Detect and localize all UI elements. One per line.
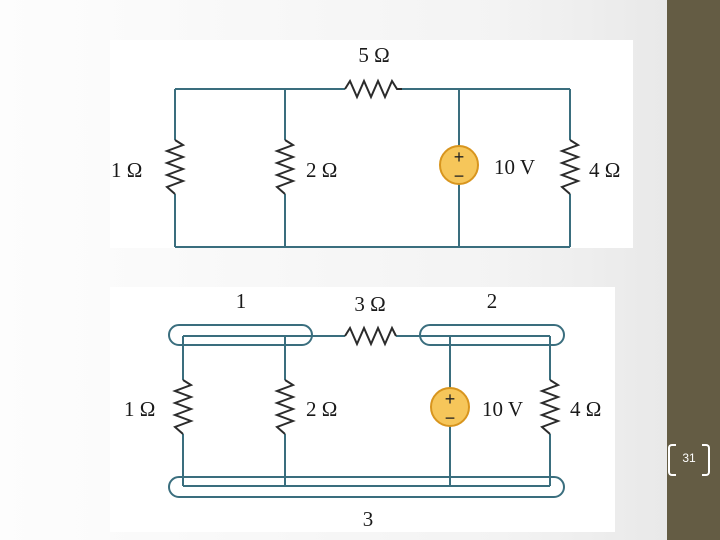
top-circuit-panel <box>110 40 633 248</box>
top-label-2-ohm: 2 Ω <box>306 158 337 182</box>
top-resistor-5-ohm <box>344 78 402 100</box>
top-label-10-v: 10 V <box>494 155 535 179</box>
bottom-source-plus-sign: + <box>445 389 456 409</box>
top-voltage-source <box>439 145 479 185</box>
bottom-voltage-source <box>430 387 470 427</box>
bottom-label-10-v: 10 V <box>482 397 523 421</box>
top-label-4-ohm: 4 Ω <box>589 158 620 182</box>
top-label-1-ohm: 1 Ω <box>111 158 142 182</box>
bottom-source-minus-sign: − <box>445 408 456 428</box>
bottom-label-3-ohm: 3 Ω <box>354 292 385 316</box>
top-label-5-ohm: 5 Ω <box>358 43 389 67</box>
node-2-label: 2 <box>487 289 498 313</box>
page-number-right-bracket <box>702 444 710 476</box>
side-band <box>667 0 720 540</box>
bottom-resistor-3-ohm <box>344 325 397 347</box>
top-resistor-1-ohm <box>164 139 186 195</box>
page-number: 31 <box>682 451 696 465</box>
page-number-left-bracket <box>668 444 676 476</box>
bottom-resistor-2-ohm <box>274 379 296 435</box>
bottom-resistor-4-ohm <box>539 379 561 435</box>
node-3-label: 3 <box>363 507 374 531</box>
bottom-resistor-1-ohm <box>172 379 194 435</box>
page-number-badge: 31 <box>664 442 714 476</box>
top-source-minus-sign: − <box>454 166 465 186</box>
top-source-plus-sign: + <box>454 147 465 167</box>
bottom-circuit-panel <box>110 287 615 532</box>
node-3-outline <box>168 476 565 498</box>
bottom-label-2-ohm: 2 Ω <box>306 397 337 421</box>
top-resistor-2-ohm <box>274 139 296 195</box>
bottom-label-1-ohm: 1 Ω <box>124 397 155 421</box>
node-1-label: 1 <box>236 289 247 313</box>
bottom-label-4-ohm: 4 Ω <box>570 397 601 421</box>
top-resistor-4-ohm <box>559 139 581 195</box>
